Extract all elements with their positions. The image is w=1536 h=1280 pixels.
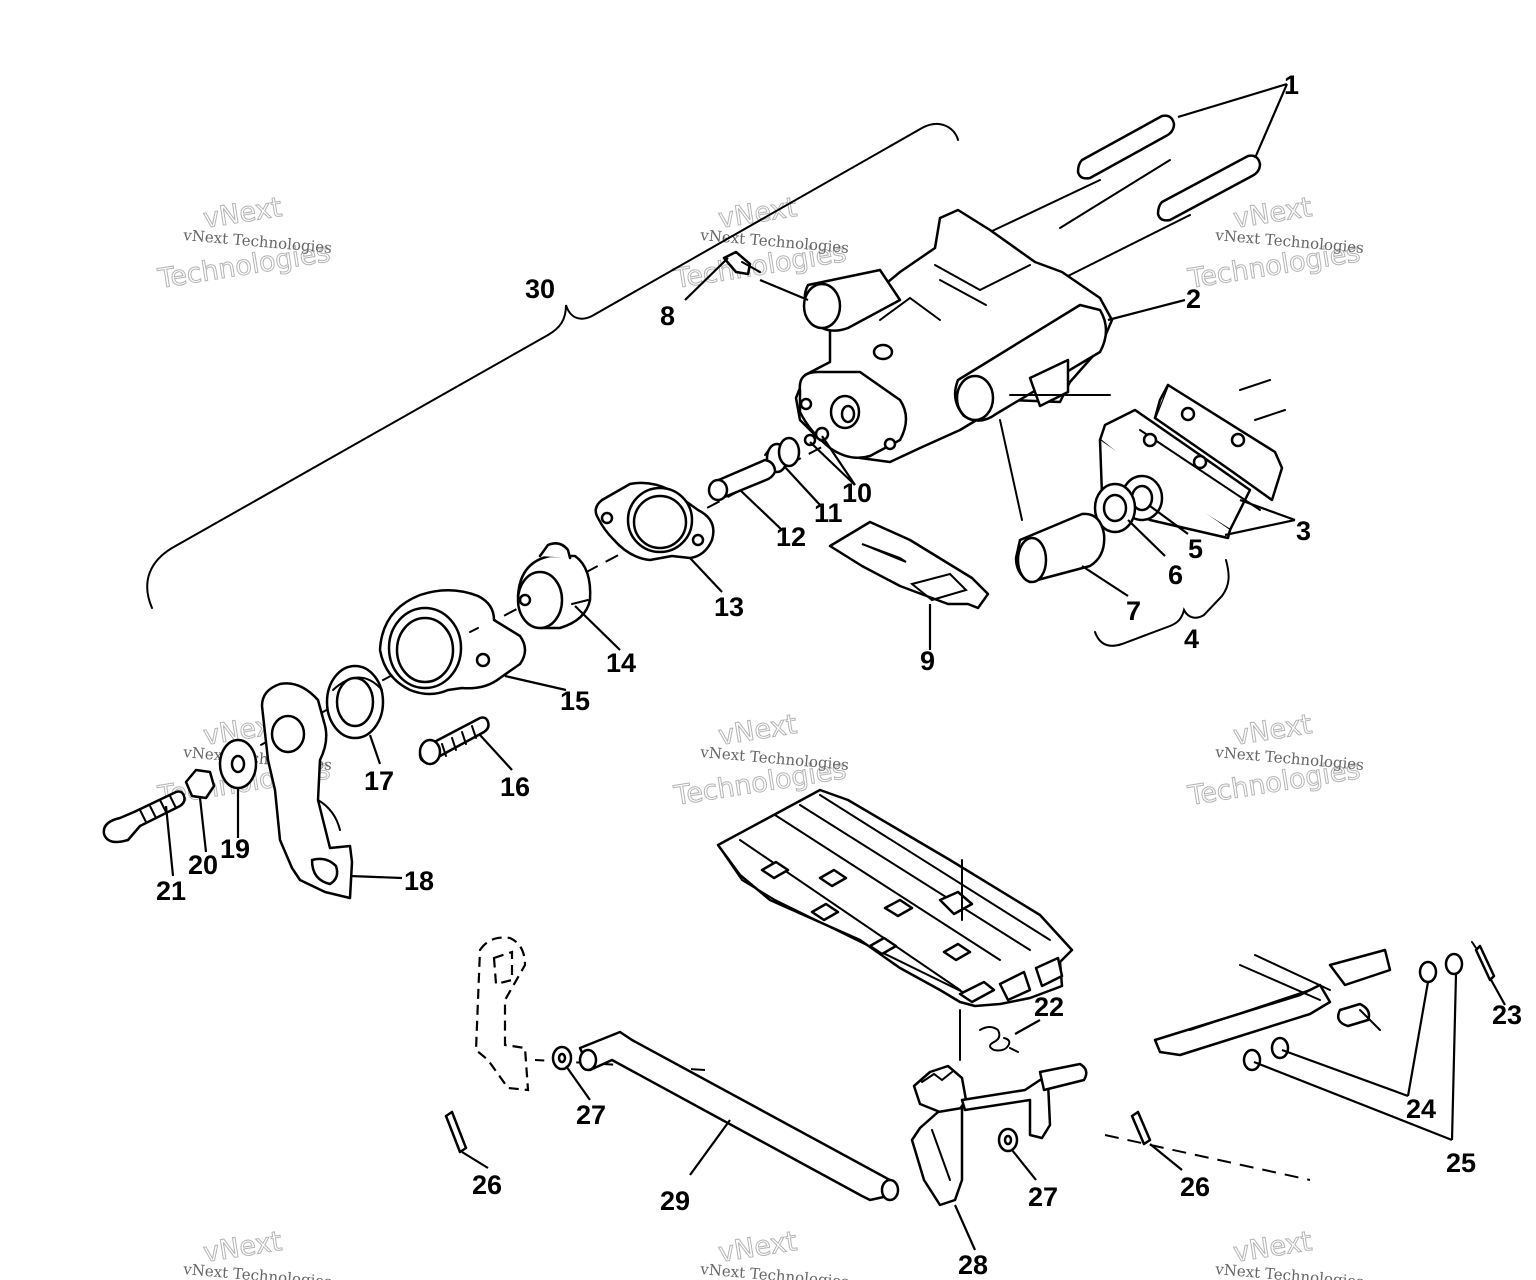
callout-25: 25 [1446, 1148, 1476, 1178]
callout-27-right: 27 [1028, 1182, 1058, 1212]
callout-21: 21 [156, 876, 186, 906]
pedal-arm [1153, 948, 1392, 1057]
watermark: vNext Technologies vNext Technologies [1185, 708, 1365, 812]
callout-24: 24 [1406, 1094, 1436, 1124]
assembly-bracket-4 [1094, 559, 1230, 647]
svg-text:vNext Technologies: vNext Technologies [182, 1260, 333, 1280]
rod-29 [578, 1030, 900, 1202]
bleeder-screw-8 [722, 250, 761, 276]
watermark: vNext vNext Technologies [182, 1225, 333, 1280]
spring-washer-pin [707, 426, 830, 502]
callout-14: 14 [606, 648, 636, 678]
seal-ring-17 [325, 664, 385, 740]
piston-14 [516, 542, 592, 630]
assembly-bracket-30 [146, 122, 959, 609]
leader-lines [164, 82, 1506, 1251]
spring-22 [979, 1026, 1019, 1053]
callout-22: 22 [1034, 992, 1064, 1022]
pedal-28 [910, 1062, 1088, 1207]
callout-13: 13 [714, 592, 744, 622]
watermark: vNext vNext Technologies [699, 1225, 850, 1280]
piston-assembly [1014, 474, 1164, 584]
callout-11: 11 [814, 498, 843, 528]
bracket-18 [260, 682, 354, 900]
watermark: vNext Technologies vNext Technologies [1185, 191, 1365, 295]
watermark: vNext Technologies vNext Technologies [155, 191, 333, 295]
pin-pair-1 [1076, 114, 1262, 222]
callout-23: 23 [1492, 1000, 1522, 1030]
callout-17: 17 [364, 766, 394, 796]
callout-20: 20 [188, 850, 218, 880]
foot-pad-platform [716, 788, 1074, 1061]
callout-5: 5 [1188, 534, 1203, 564]
housing-15 [378, 589, 527, 696]
callout-29: 29 [660, 1186, 690, 1216]
callout-10: 10 [842, 478, 872, 508]
brake-pads-3 [1098, 379, 1286, 540]
callout-27-left: 27 [576, 1100, 606, 1130]
callout-30: 30 [525, 274, 555, 304]
callout-8: 8 [660, 301, 675, 331]
callout-7: 7 [1126, 596, 1141, 626]
callout-18: 18 [404, 866, 434, 896]
callout-12: 12 [776, 522, 806, 552]
shim-9 [828, 520, 990, 610]
callout-28: 28 [958, 1250, 988, 1280]
callout-3: 3 [1296, 516, 1311, 546]
watermark: vNext vNext Technologies [1214, 1225, 1365, 1280]
callout-19: 19 [220, 834, 250, 864]
callout-6: 6 [1168, 560, 1183, 590]
caliper-body-2 [794, 208, 1114, 464]
washers-24-25 [1242, 952, 1464, 1072]
callout-1: 1 [1284, 70, 1299, 100]
gasket-13 [594, 481, 715, 562]
svg-text:vNext Technologies: vNext Technologies [699, 1260, 850, 1280]
cotter-pins-26 [444, 1110, 1152, 1154]
callout-9: 9 [920, 646, 935, 676]
callout-26-right: 26 [1180, 1172, 1210, 1202]
callout-26-left: 26 [472, 1170, 502, 1200]
washers-27 [551, 1045, 1019, 1153]
svg-text:vNext Technologies: vNext Technologies [1214, 1260, 1365, 1280]
link-phantom [474, 936, 530, 1092]
cotter-pin-23 [1471, 941, 1496, 982]
bolt-16 [418, 716, 490, 766]
washer-nut-bolt [102, 738, 258, 844]
callout-labels: 1 2 3 4 5 6 7 8 9 10 11 12 13 14 15 16 1… [156, 70, 1522, 1280]
callout-15: 15 [560, 686, 590, 716]
callout-2: 2 [1186, 284, 1201, 314]
callout-16: 16 [500, 772, 530, 802]
callout-4: 4 [1184, 624, 1199, 654]
